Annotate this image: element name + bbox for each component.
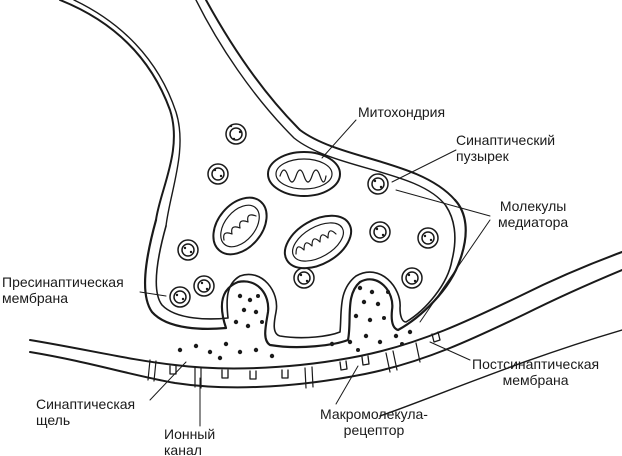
label-synaptic-vesicle: Синаптический пузырек xyxy=(456,132,555,164)
label-postsynaptic-line2: мембрана xyxy=(502,372,569,388)
mitochondrion-2 xyxy=(212,196,268,256)
label-ion-channel-line1: Ионный xyxy=(164,426,216,442)
mitochondrion-1 xyxy=(267,151,341,197)
synaptic-vesicles xyxy=(169,123,439,308)
mitochondrion-3 xyxy=(283,214,353,270)
label-synaptic-vesicle-line1: Синаптический xyxy=(456,132,556,148)
ion-channels xyxy=(147,342,421,389)
presynaptic-membrane-outer xyxy=(143,198,467,349)
label-mitochondria: Митохондрия xyxy=(358,104,446,120)
label-synaptic-cleft: Синаптическая щель xyxy=(36,396,135,428)
label-ion-channel-line2: канал xyxy=(164,442,202,456)
label-presynaptic-line1: Пресинаптическая xyxy=(2,274,124,290)
postsynaptic-membrane-bottom xyxy=(29,269,622,389)
axon-left-outline xyxy=(59,0,175,221)
label-cleft-line2: щель xyxy=(36,412,71,428)
label-receptor-line2: рецептор xyxy=(343,422,405,438)
label-receptor-macromolecule: Макромолекула- рецептор xyxy=(320,406,428,438)
presynaptic-membrane-inner xyxy=(155,205,456,339)
label-mediator-molecules: Молекулы медиатора xyxy=(498,198,568,230)
label-mediator-line2: медиатора xyxy=(498,214,569,230)
label-presynaptic-line2: мембрана xyxy=(2,290,68,306)
leader-lines xyxy=(139,119,491,427)
label-mediator-line1: Молекулы xyxy=(499,198,567,214)
axon-right-inner xyxy=(195,0,447,207)
receptors xyxy=(169,331,441,380)
label-synaptic-vesicle-line2: пузырек xyxy=(456,148,509,164)
label-postsynaptic-line1: Постсинаптическая xyxy=(472,356,600,372)
label-presynaptic-membrane: Пресинаптическая мембрана xyxy=(2,274,124,306)
postsynaptic-membrane-top xyxy=(29,251,622,370)
label-postsynaptic-membrane: Постсинаптическая мембрана xyxy=(472,356,599,388)
label-receptor-line1: Макромолекула- xyxy=(320,406,428,422)
label-cleft-line1: Синаптическая xyxy=(36,396,136,412)
axon-left-inner xyxy=(73,0,181,227)
mediator-molecules xyxy=(175,124,433,361)
label-ion-channel: Ионный канал xyxy=(164,426,215,456)
postsynaptic-cell-lower xyxy=(379,329,622,417)
axon-right-outline xyxy=(205,0,456,201)
